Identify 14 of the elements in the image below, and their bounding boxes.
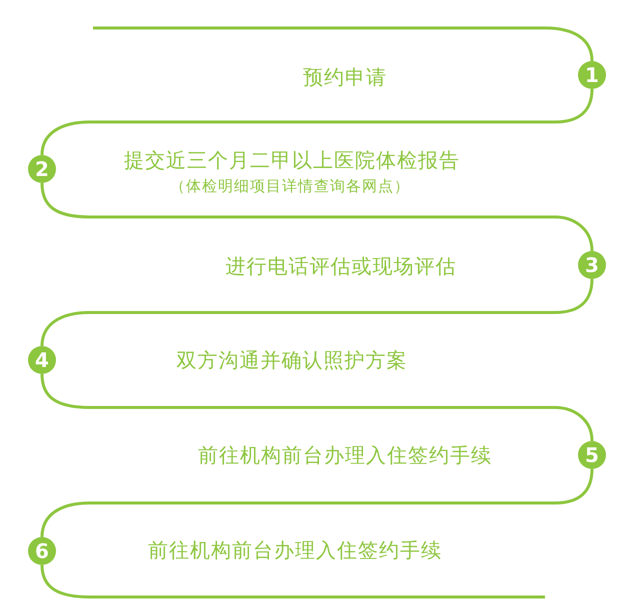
- step-text: 进行电话评估或现场评估: [226, 253, 456, 280]
- step-text: 预约申请: [303, 64, 387, 91]
- connector-line: [40, 278, 594, 346]
- connector-line: [40, 564, 545, 598]
- step-text: 双方沟通并确认照护方案: [176, 347, 408, 374]
- connector-line: [40, 88, 594, 156]
- connector-line: [40, 468, 594, 538]
- step-text: 前往机构前台办理入住签约手续: [198, 442, 492, 469]
- connector-line: [40, 182, 594, 252]
- connector-line: [93, 26, 594, 62]
- step-text: 提交近三个月二甲以上医院体检报告: [124, 147, 460, 174]
- connector-line: [40, 374, 594, 442]
- step-note: （体检明细项目详情查询各网点）: [170, 176, 410, 197]
- step-text: 前往机构前台办理入住签约手续: [148, 537, 442, 564]
